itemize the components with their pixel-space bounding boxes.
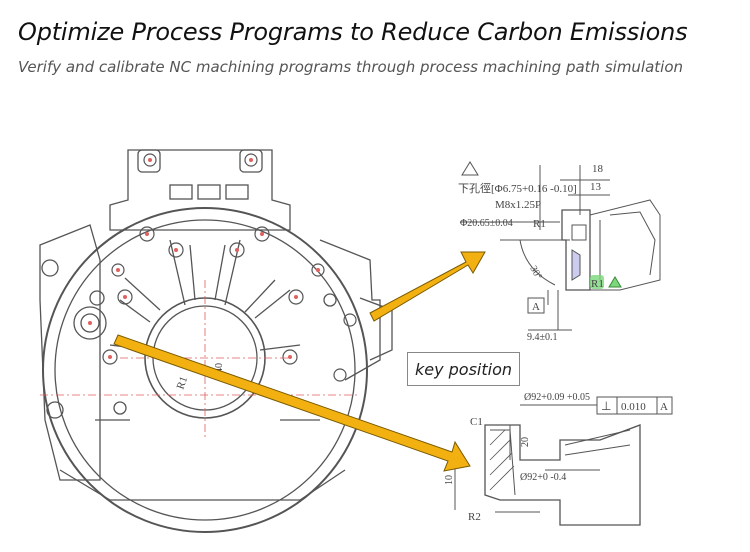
diameter-top-label: Ø92+0.09 +0.05 bbox=[524, 392, 590, 403]
dim-10-label: 10 bbox=[444, 475, 455, 485]
radius-2-label: R1 bbox=[591, 278, 604, 290]
tolerance-datum: A bbox=[660, 401, 668, 413]
section-hatching bbox=[489, 429, 515, 491]
dim-bottom-label: 9.4±0.1 bbox=[527, 332, 558, 343]
page-title: Optimize Process Programs to Reduce Carb… bbox=[18, 18, 688, 46]
dim-20-label: 20 bbox=[520, 437, 531, 447]
tolerance-value: 0.010 bbox=[621, 401, 646, 413]
chamfer-label: C1 bbox=[470, 416, 483, 428]
bolt-holes bbox=[102, 153, 357, 382]
key-position-callout: key position bbox=[407, 352, 520, 386]
dim-18-label: 18 bbox=[592, 163, 604, 175]
tolerance-symbol: ⊥ bbox=[601, 399, 611, 413]
page-subtitle: Verify and calibrate NC machining progra… bbox=[18, 58, 684, 76]
hole-note-label: 下孔徑[Φ6.75+0.16 -0.10] bbox=[458, 182, 577, 195]
main-radius-label: R1 bbox=[175, 375, 191, 391]
warning-triangle-top bbox=[461, 161, 479, 176]
detail-top bbox=[460, 165, 661, 331]
arrow-to-bottom-detail bbox=[113, 334, 471, 472]
arrow-to-top-detail bbox=[369, 251, 486, 322]
diameter-label: Φ20.65±0.04 bbox=[460, 218, 513, 229]
angle-label: 30° bbox=[527, 264, 544, 282]
centerlines bbox=[40, 280, 360, 440]
diameter-bottom-label: Ø92+0 -0.4 bbox=[520, 472, 566, 483]
tolerance-frame bbox=[596, 396, 673, 415]
housing-drawing bbox=[39, 149, 393, 533]
warning-triangle-green bbox=[608, 276, 622, 288]
thread-label: M8x1.25P bbox=[495, 199, 541, 211]
hole-centers bbox=[88, 158, 320, 359]
highlight-r1 bbox=[590, 275, 604, 289]
dim-13-label: 13 bbox=[590, 181, 602, 193]
radius-1-label: R1 bbox=[533, 218, 546, 230]
radius-bottom-label: R2 bbox=[468, 511, 481, 523]
datum-label-top: A bbox=[532, 301, 540, 313]
detail-bottom bbox=[454, 404, 641, 526]
datum-box-top bbox=[527, 297, 545, 314]
